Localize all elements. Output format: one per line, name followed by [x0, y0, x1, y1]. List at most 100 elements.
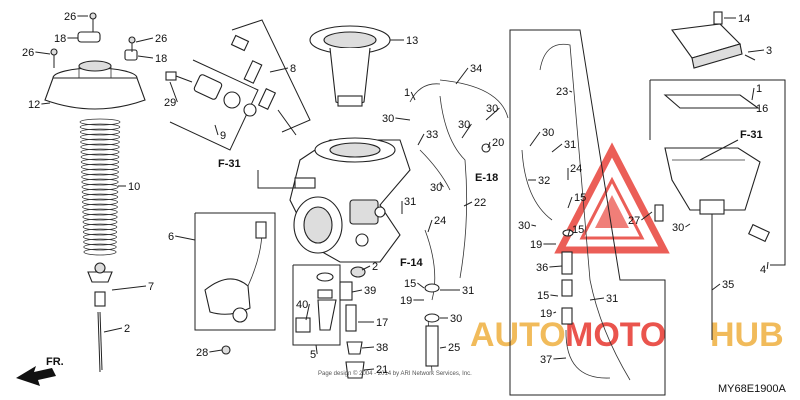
callout-label-13: 13: [406, 35, 418, 47]
callout-36: 36: [536, 262, 563, 274]
callout-label-15b: 15: [574, 192, 586, 204]
callout-19a: 19: [400, 295, 424, 307]
callout-label-21: 21: [376, 364, 388, 376]
callout-leader-22: [463, 201, 473, 207]
callout-12: 12: [28, 99, 51, 111]
callout-label-15d: 15: [537, 290, 549, 302]
callout-22: 22: [463, 197, 486, 209]
callout-4: 4: [760, 261, 769, 276]
callout-label-31b: 31: [462, 285, 474, 297]
callout-leader-9: [214, 124, 219, 136]
callout-leader-15c: [567, 228, 571, 237]
callout-label-17: 17: [376, 317, 388, 329]
callout-label-36: 36: [536, 262, 548, 274]
callout-leader-31c: [551, 143, 563, 153]
callout-38: 38: [361, 342, 388, 354]
callout-label-12: 12: [28, 99, 40, 111]
part-8: [230, 34, 297, 136]
callout-1a: 1: [404, 87, 416, 101]
callout-leader-21: [363, 368, 375, 371]
watermark-text-moto: MOTO: [565, 316, 666, 354]
callout-30b: 30: [485, 103, 500, 121]
callout-leader-2a: [103, 327, 123, 333]
callout-15b: 15: [567, 192, 586, 209]
callout-label-31c: 31: [564, 139, 576, 151]
callout-leader-30c: [461, 123, 472, 139]
callout-label-2b: 2: [372, 261, 378, 273]
callout-label-37: 37: [540, 354, 552, 366]
callout-leader-26c: [135, 37, 154, 43]
callout-leader-30f: [529, 131, 541, 147]
box-group-9: [169, 59, 259, 151]
box-tube-group: [509, 29, 666, 396]
callout-20: 20: [487, 137, 504, 149]
callout-leader-30h: [685, 223, 691, 228]
callout-label-9: 9: [220, 130, 226, 142]
callout-leader-20: [487, 141, 491, 149]
float-3: [671, 11, 756, 69]
callout-label-30c: 30: [458, 119, 470, 131]
reference-labels: F-31 F-31 F-14 E-18: [218, 129, 763, 269]
callout-6: 6: [168, 231, 196, 243]
callout-label-15c: 15: [572, 224, 584, 236]
callout-9: 9: [214, 124, 226, 142]
ref-f31-left: F-31: [218, 158, 241, 170]
callout-leader-37: [553, 357, 567, 360]
callout-label-24a: 24: [434, 215, 446, 227]
callout-label-26a: 26: [64, 11, 76, 23]
callout-label-18b: 18: [155, 53, 167, 65]
callout-label-30e: 30: [450, 313, 462, 325]
callout-31b: 31: [440, 285, 474, 297]
callout-label-30g: 30: [518, 220, 530, 232]
callout-label-19a: 19: [400, 295, 412, 307]
callout-19c: 19: [540, 308, 557, 320]
callout-17: 17: [358, 317, 388, 329]
callout-label-38: 38: [376, 342, 388, 354]
callout-label-7: 7: [148, 281, 154, 293]
watermark-text-hub: HUB: [710, 316, 784, 354]
callout-label-1a: 1: [404, 87, 410, 99]
callout-label-29: 29: [164, 97, 176, 109]
callout-24b: 24: [567, 163, 582, 180]
callout-label-16: 16: [756, 103, 768, 115]
callout-29: 29: [164, 81, 178, 109]
callout-label-23: 23: [556, 86, 568, 98]
callout-label-28: 28: [196, 347, 208, 359]
callout-2a: 2: [103, 323, 130, 335]
callout-30h: 30: [672, 222, 691, 234]
box-group-5: [292, 264, 341, 346]
callout-label-6: 6: [168, 231, 174, 243]
needle-assembly: [87, 262, 113, 373]
center-small-parts: [221, 266, 366, 379]
callout-40: 40: [296, 299, 310, 321]
callout-21: 21: [363, 364, 388, 376]
bolt-29: [165, 71, 193, 83]
callout-leader-38: [361, 346, 375, 349]
callout-27: 27: [628, 211, 653, 227]
part-9: [193, 74, 257, 117]
group-boxes: [169, 19, 786, 396]
callout-leader-30g: [531, 224, 537, 227]
box-group-6: [194, 212, 276, 331]
callout-30c: 30: [458, 119, 472, 139]
callout-label-19b: 19: [530, 239, 542, 251]
callout-leader-23: [569, 90, 573, 93]
callout-leader-1a: [410, 91, 416, 101]
ref-f31-right: F-31: [740, 129, 763, 141]
callout-leader-28: [209, 349, 223, 353]
callout-30f: 30: [529, 127, 554, 147]
callout-leader-8: [269, 67, 289, 73]
spring-10: [79, 118, 121, 256]
callout-leader-27: [641, 211, 653, 221]
front-direction-label: FR.: [46, 356, 64, 368]
callout-leader-33: [417, 133, 425, 146]
callout-8: 8: [269, 63, 296, 75]
callout-28: 28: [196, 347, 223, 359]
callout-leader-40: [305, 303, 310, 321]
callout-leader-18b: [137, 55, 154, 59]
hoses-center: [409, 79, 509, 373]
callout-leader-3: [747, 49, 765, 53]
callout-label-33: 33: [426, 129, 438, 141]
callout-leader-36: [549, 265, 563, 268]
